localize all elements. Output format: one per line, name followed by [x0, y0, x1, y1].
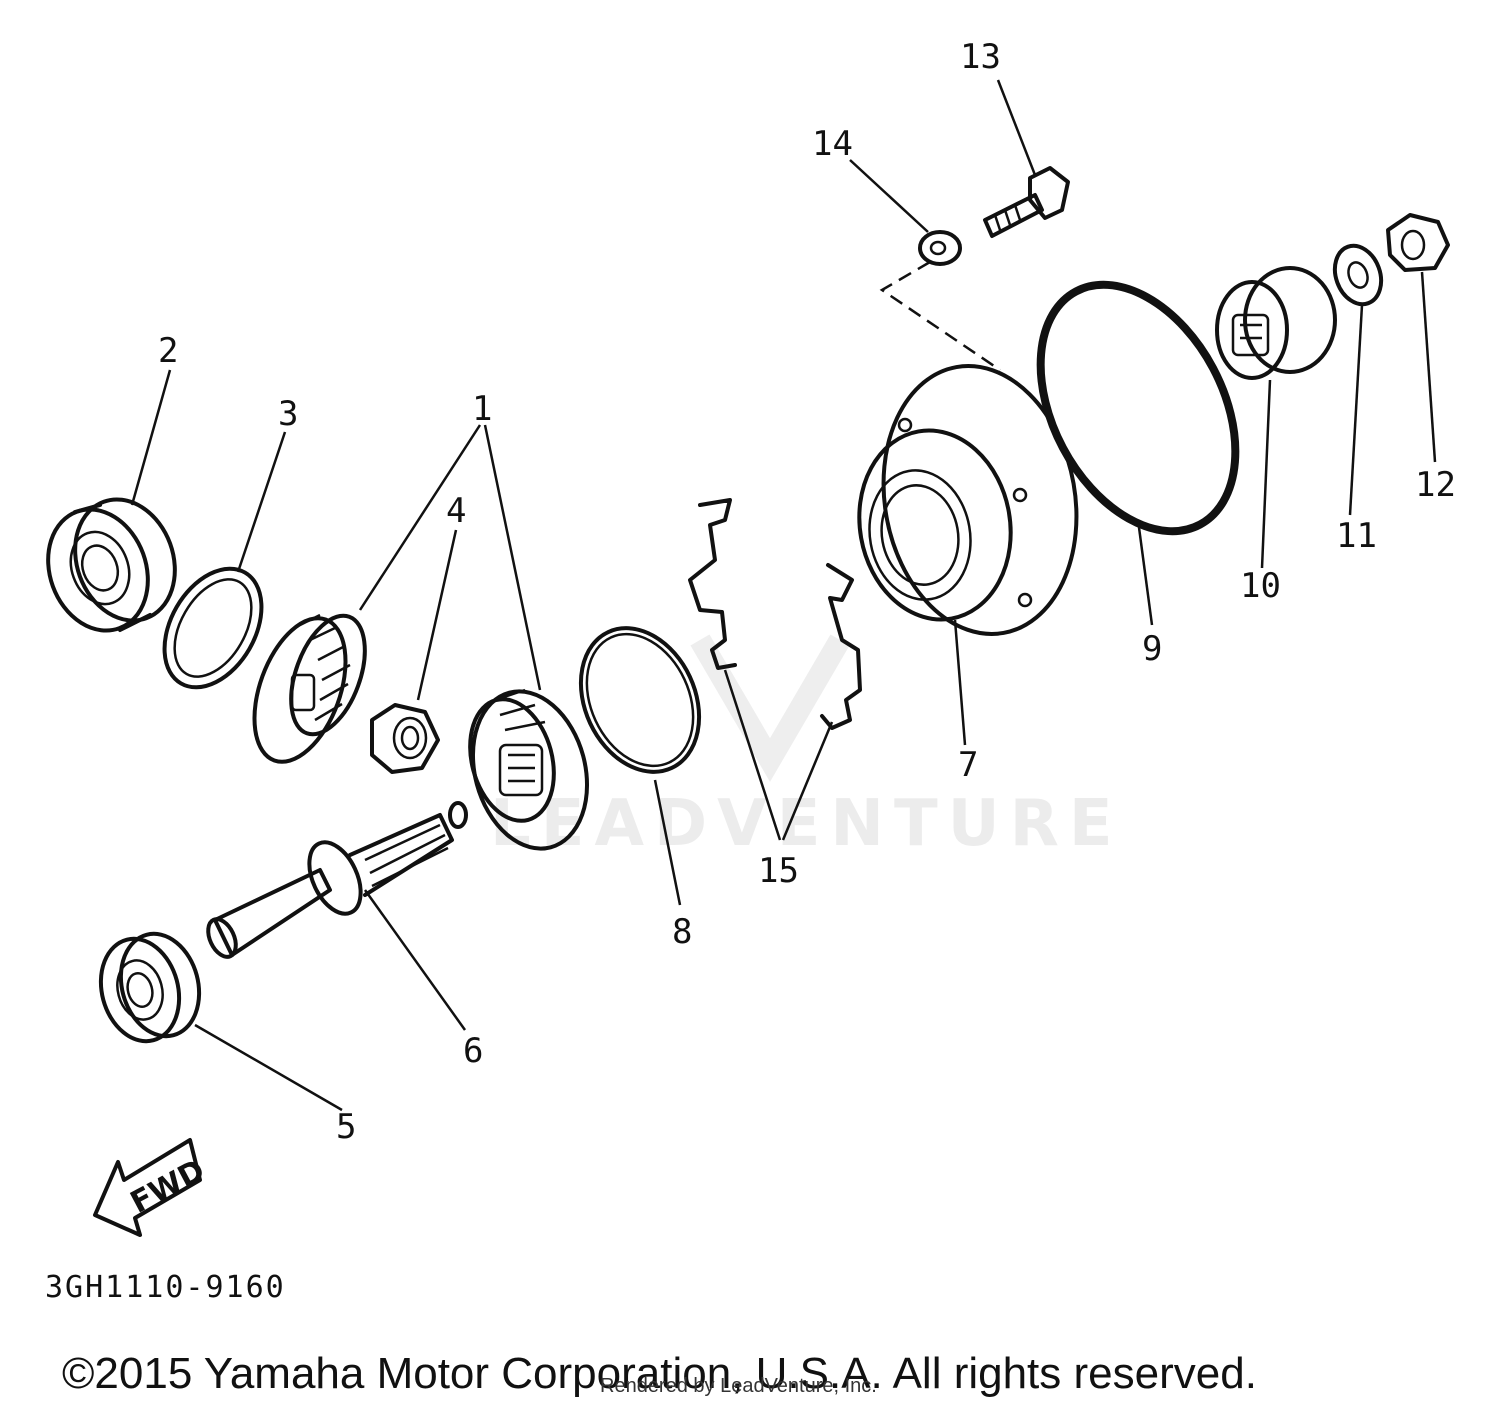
- fwd-label: FWD: [125, 1153, 211, 1221]
- callout-2: 2: [158, 331, 178, 371]
- part-6-shaft: [206, 801, 468, 959]
- callout-14: 14: [812, 124, 853, 164]
- part-10-coupling: [1215, 266, 1337, 380]
- part-13-bolt: [983, 166, 1070, 238]
- part-1-gear-b: [468, 688, 590, 851]
- part-9-o-ring: [1036, 280, 1240, 536]
- callout-15: 15: [758, 851, 799, 891]
- callout-10: 10: [1240, 566, 1281, 606]
- part-3-shim: [162, 566, 264, 690]
- part-1-gear-a: [252, 613, 367, 764]
- callout-8: 8: [672, 912, 692, 952]
- watermark-text: LEADVENTURE: [490, 787, 1123, 861]
- callouts: 1 2 3 4 5 6 7 8 9 10 11 12 13 14 15: [158, 37, 1456, 1147]
- callout-12: 12: [1415, 465, 1456, 505]
- callout-9: 9: [1142, 629, 1162, 669]
- callout-11: 11: [1336, 516, 1377, 556]
- copyright-notice: ©2015 Yamaha Motor Corporation, U.S.A. A…: [62, 1349, 1257, 1398]
- part-12-nut: [1386, 213, 1450, 272]
- leader-lines: [130, 79, 1437, 1112]
- callout-3: 3: [278, 394, 298, 434]
- callout-1: 1: [472, 389, 492, 429]
- callout-4: 4: [446, 491, 466, 531]
- part-15-clips: [688, 498, 862, 730]
- part-2-bearing: [46, 497, 177, 633]
- part-7-housing: [857, 364, 1079, 636]
- part-14-washer: [879, 230, 1001, 372]
- part-5-bearing: [98, 931, 202, 1044]
- watermark: LEADVENTURE: [490, 634, 1123, 861]
- part-11-washer: [1332, 243, 1384, 307]
- part-8-o-ring: [578, 626, 702, 774]
- callout-6: 6: [463, 1031, 483, 1071]
- diagram-code: 3GH1110-9160: [45, 1270, 286, 1305]
- fwd-arrow: FWD: [93, 1138, 211, 1237]
- callout-7: 7: [958, 745, 978, 785]
- callout-13: 13: [960, 37, 1001, 77]
- callout-5: 5: [336, 1107, 356, 1147]
- rendered-by-note: Rendered by LeadVenture, Inc.: [600, 1375, 877, 1397]
- part-4-nut: [370, 703, 440, 774]
